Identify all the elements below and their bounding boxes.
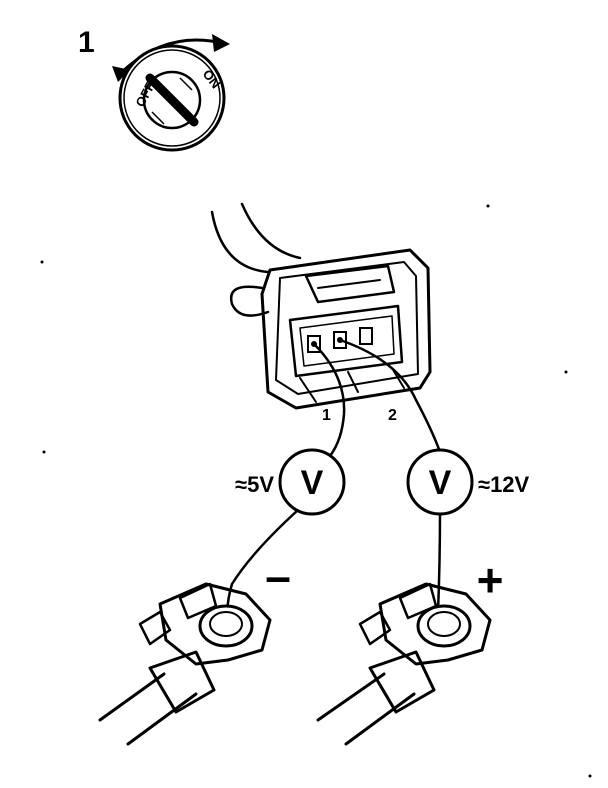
voltmeter-left-symbol: V — [301, 464, 324, 502]
voltmeter-right-symbol: V — [429, 464, 452, 502]
positive-sign: + — [477, 554, 504, 606]
pin-2-label: 2 — [388, 407, 397, 424]
arrow-right-icon — [212, 34, 230, 52]
ignition-switch: OFF ON — [112, 34, 230, 152]
voltmeter-right: V — [406, 448, 474, 516]
voltmeter-left-reading: ≈5V — [235, 472, 274, 497]
positive-terminal-clamp — [316, 582, 492, 746]
voltmeter-right-reading: ≈12V — [478, 472, 530, 497]
arrow-left-icon — [112, 66, 130, 82]
step-number: 1 — [78, 26, 95, 59]
pin-1-label: 1 — [322, 407, 331, 424]
negative-sign: – — [265, 550, 291, 602]
sensor-connector — [210, 202, 432, 410]
voltmeter-left: V — [278, 448, 346, 516]
negative-terminal-clamp — [98, 582, 272, 746]
probe-wires — [226, 338, 442, 620]
scan-specks — [40, 204, 592, 778]
